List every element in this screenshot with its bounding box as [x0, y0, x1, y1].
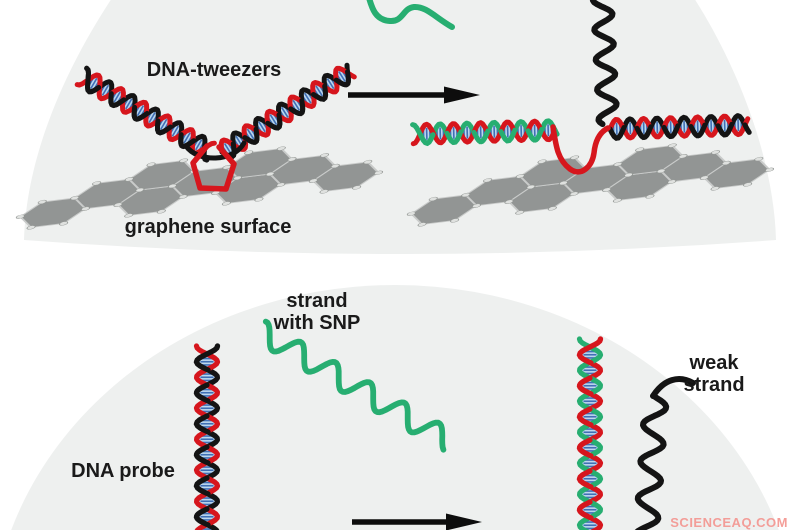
opened-black-red-duplex: [607, 113, 752, 141]
snp-strand-graphic: [262, 318, 447, 453]
snp-strand-top-graphic: [366, 0, 455, 30]
probe-snp-duplex-graphic: [576, 336, 604, 530]
graphene-surface-label: graphene surface: [124, 216, 292, 238]
strand-with-snp-label: strand with SNP: [274, 290, 361, 334]
reaction-arrow-top-icon: [348, 86, 480, 104]
strand-with-snp-label-line2: with SNP: [273, 312, 361, 334]
weak-strand-label-line1: weak: [689, 352, 739, 374]
opened-green-red-duplex: [410, 118, 560, 147]
displaced-weak-strand-graphic: [589, 0, 620, 128]
watermark-text: SCIENCEAQ.COM: [670, 515, 788, 530]
strand-with-snp-label-line1: strand: [286, 290, 348, 312]
reaction-arrow-bottom-icon: [352, 513, 482, 530]
dna-tweezers-graphic: [74, 62, 357, 192]
opened-tweezers-graphic: [410, 113, 752, 175]
weak-strand-label-line2: strand: [683, 374, 745, 396]
dna-probe-graphic: [193, 343, 221, 530]
dna-probe-label: DNA probe: [71, 460, 175, 482]
graphene-sheet-left: [15, 146, 384, 230]
weak-strand-graphic: [634, 376, 696, 530]
graphene-sheet-right: [406, 143, 775, 227]
bottom-panel-blob: [11, 285, 779, 530]
weak-strand-label: weak strand: [683, 352, 744, 396]
dna-tweezers-label: DNA-tweezers: [146, 59, 282, 81]
